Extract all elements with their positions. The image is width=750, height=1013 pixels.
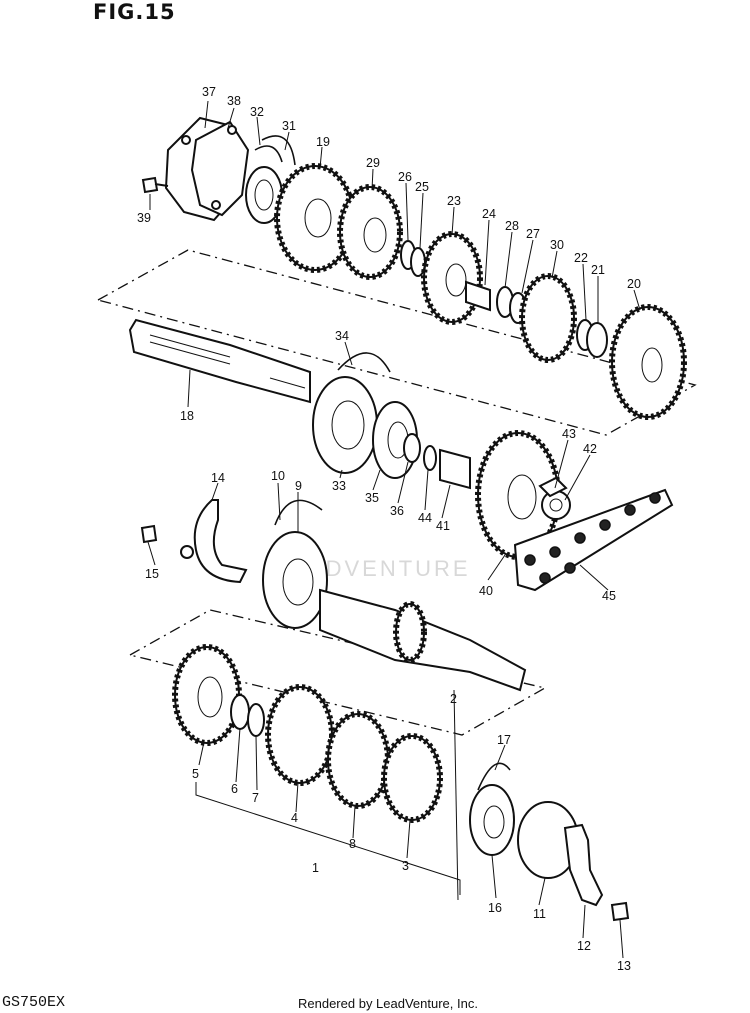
label-9: 9	[295, 479, 302, 493]
label-15: 15	[145, 567, 159, 581]
o-ring-44	[423, 445, 437, 471]
label-45: 45	[602, 589, 616, 603]
label-28: 28	[505, 219, 519, 233]
label-20: 20	[627, 277, 641, 291]
label-26: 26	[398, 170, 412, 184]
sprocket-nut-42	[541, 490, 571, 520]
leader-lines	[147, 100, 641, 959]
bearing-9	[262, 531, 328, 629]
spacer-41	[439, 448, 471, 490]
label-42: 42	[583, 442, 597, 456]
circlip-7	[247, 703, 265, 737]
label-25: 25	[415, 180, 429, 194]
label-10: 10	[271, 469, 285, 483]
label-6: 6	[231, 782, 238, 796]
circlip-10	[274, 499, 323, 526]
label-37: 37	[202, 85, 216, 99]
label-18: 18	[180, 409, 194, 423]
label-35: 35	[365, 491, 379, 505]
label-43: 43	[562, 427, 576, 441]
label-5: 5	[192, 767, 199, 781]
label-44: 44	[418, 511, 432, 525]
label-12: 12	[577, 939, 591, 953]
label-38: 38	[227, 94, 241, 108]
o-ring-36	[403, 433, 421, 463]
circlip-34	[337, 352, 391, 373]
label-40: 40	[479, 584, 493, 598]
label-14: 14	[211, 471, 225, 485]
countershaft-group-outline	[97, 249, 697, 436]
label-29: 29	[366, 156, 380, 170]
label-36: 36	[390, 504, 404, 518]
washer-6	[230, 694, 250, 730]
label-39: 39	[137, 211, 151, 225]
driveshaft-group-outline	[129, 609, 547, 736]
circlip-17	[477, 762, 511, 791]
label-8: 8	[349, 837, 356, 851]
figure-title: FIG.15	[93, 0, 176, 24]
model-code: GS750EX	[2, 994, 66, 1011]
label-4: 4	[291, 811, 298, 825]
label-13: 13	[617, 959, 631, 973]
screw-13	[610, 901, 630, 922]
circlip-31	[261, 135, 296, 166]
label-33: 33	[332, 479, 346, 493]
retainer-plate-12	[563, 823, 604, 907]
bearing-33	[312, 376, 378, 474]
label-11: 11	[533, 907, 546, 921]
lock-washer-43	[538, 476, 568, 498]
label-19: 19	[316, 135, 330, 149]
label-27: 27	[526, 227, 540, 241]
bushing-24	[465, 280, 491, 312]
label-17: 17	[497, 733, 511, 747]
label-2: 2	[450, 692, 457, 706]
circlip-32	[254, 145, 283, 163]
screw-39	[141, 176, 169, 194]
label-32: 32	[250, 105, 264, 119]
label-21: 21	[591, 263, 605, 277]
part-number-labels: 37 38 32 31 19 29 26 25 23 24 28 27 30 2…	[137, 85, 641, 973]
label-16: 16	[488, 901, 502, 915]
label-23: 23	[447, 194, 461, 208]
screw-15	[140, 524, 158, 544]
label-1: 1	[312, 861, 319, 875]
label-31: 31	[282, 119, 296, 133]
footer-credit: Rendered by LeadVenture, Inc.	[298, 996, 478, 1011]
bushing-21	[586, 322, 608, 358]
bearing-retainer-14	[193, 499, 248, 584]
label-41: 41	[436, 519, 450, 533]
gear-set-bracket	[195, 782, 461, 895]
label-7: 7	[252, 791, 259, 805]
label-22: 22	[574, 251, 588, 265]
label-24: 24	[482, 207, 496, 221]
label-30: 30	[550, 238, 564, 252]
bearing-16	[469, 784, 515, 856]
label-3: 3	[402, 859, 409, 873]
label-34: 34	[335, 329, 349, 343]
